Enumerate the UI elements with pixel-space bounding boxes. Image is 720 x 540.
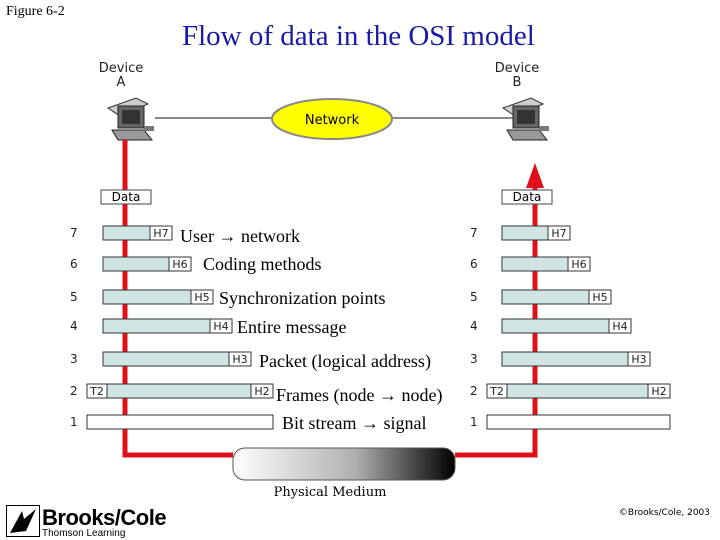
device-a-letter: A — [116, 75, 126, 90]
header-label-b-H4: H4 — [612, 320, 627, 333]
device-b-label: Device B — [490, 62, 544, 90]
annotation-layer-2: Frames (node → node) — [276, 385, 443, 405]
layer-number-b-2: 2 — [470, 384, 478, 398]
header-box-b-H7 — [547, 225, 571, 241]
layer-number-a-1: 1 — [70, 415, 78, 429]
header-box-a-H3 — [228, 351, 252, 367]
layer-number-b-5: 5 — [470, 290, 478, 304]
trailer-label-a-T2: T2 — [89, 385, 104, 398]
layer-stack-a: 7 H7 6 H6 5 H5 4 H4 3 H3 2 H2 T2 1 — [70, 225, 274, 430]
figure-label: Figure 6-2 — [6, 4, 65, 19]
annotation-layer-6: Coding methods — [203, 254, 322, 274]
layer-number-b-7: 7 — [470, 226, 478, 240]
header-label-b-H3: H3 — [631, 353, 646, 366]
header-label-b-H2: H2 — [651, 385, 666, 398]
layer-band-a-1 — [86, 414, 274, 430]
device-b-name: Device — [494, 61, 540, 76]
copyright-notice: ©Brooks/Cole, 2003 — [618, 508, 710, 518]
header-box-a-H6 — [168, 256, 192, 272]
header-label-b-H5: H5 — [592, 291, 607, 304]
layer-number-b-4: 4 — [470, 319, 478, 333]
arrow-up-icon — [526, 163, 544, 188]
header-box-b-H5 — [588, 289, 612, 305]
flow-path — [122, 140, 538, 458]
header-label-a-H3: H3 — [232, 353, 247, 366]
header-label-a-H7: H7 — [153, 227, 168, 240]
layer-number-b-1: 1 — [470, 415, 478, 429]
publisher-subtitle: Thomson Learning — [42, 528, 126, 539]
header-label-b-H6: H6 — [571, 258, 586, 271]
annotation-layer-3: Packet (logical address) — [259, 351, 431, 371]
diagram-title: Flow of data in the OSI model — [182, 20, 535, 52]
layer-band-b-2 — [486, 383, 671, 399]
layer-number-b-6: 6 — [470, 257, 478, 271]
header-box-b-H3 — [627, 351, 651, 367]
trailer-box-a-T2 — [86, 383, 108, 399]
layer-number-a-6: 6 — [70, 257, 78, 271]
header-label-a-H6: H6 — [172, 258, 187, 271]
layer-band-a-2 — [86, 383, 274, 399]
header-box-b-H6 — [567, 256, 591, 272]
annotation-layer-1: Bit stream → signal — [282, 413, 427, 433]
device-a-label: Device A — [94, 62, 148, 90]
header-box-a-H4 — [209, 318, 233, 334]
device-a-name: Device — [98, 61, 144, 76]
header-box-b-H2 — [647, 383, 671, 399]
data-label-a: Data — [112, 190, 141, 204]
data-box-a — [100, 189, 152, 205]
header-box-a-H7 — [149, 225, 173, 241]
trailer-label-b-T2: T2 — [489, 385, 504, 398]
header-label-a-H5: H5 — [194, 291, 209, 304]
network-label: Network — [305, 113, 360, 128]
brooks-cole-logo-icon — [6, 505, 40, 537]
physical-medium-label: Physical Medium — [274, 485, 387, 500]
layer-number-a-3: 3 — [70, 352, 78, 366]
network-cloud — [271, 98, 393, 140]
header-box-a-H5 — [190, 289, 214, 305]
header-label-a-H2: H2 — [254, 385, 269, 398]
layer-number-a-2: 2 — [70, 384, 78, 398]
header-label-b-H7: H7 — [551, 227, 566, 240]
layer-number-a-7: 7 — [70, 226, 78, 240]
annotation-layer-4: Entire message — [237, 317, 347, 337]
layer-number-a-4: 4 — [70, 319, 78, 333]
annotation-layer-7: User → network — [180, 226, 300, 246]
layer-number-b-3: 3 — [470, 352, 478, 366]
layer-band-b-1 — [486, 414, 671, 430]
data-label-b: Data — [513, 190, 542, 204]
header-label-a-H4: H4 — [213, 320, 228, 333]
header-box-b-H4 — [608, 318, 632, 334]
computer-b-icon — [501, 97, 549, 141]
physical-medium-cable — [232, 447, 456, 481]
computer-a-icon — [106, 97, 154, 141]
annotation-layer-5: Synchronization points — [219, 288, 386, 308]
header-box-a-H2 — [250, 383, 274, 399]
publisher-name: Brooks/Cole — [42, 505, 167, 530]
device-b-letter: B — [512, 75, 522, 90]
layer-stack-b: 7 H7 6 H6 5 H5 4 H4 3 H3 2 H2 T2 1 — [470, 225, 671, 430]
layer-number-a-5: 5 — [70, 290, 78, 304]
trailer-box-b-T2 — [486, 383, 508, 399]
data-box-b — [501, 189, 553, 205]
